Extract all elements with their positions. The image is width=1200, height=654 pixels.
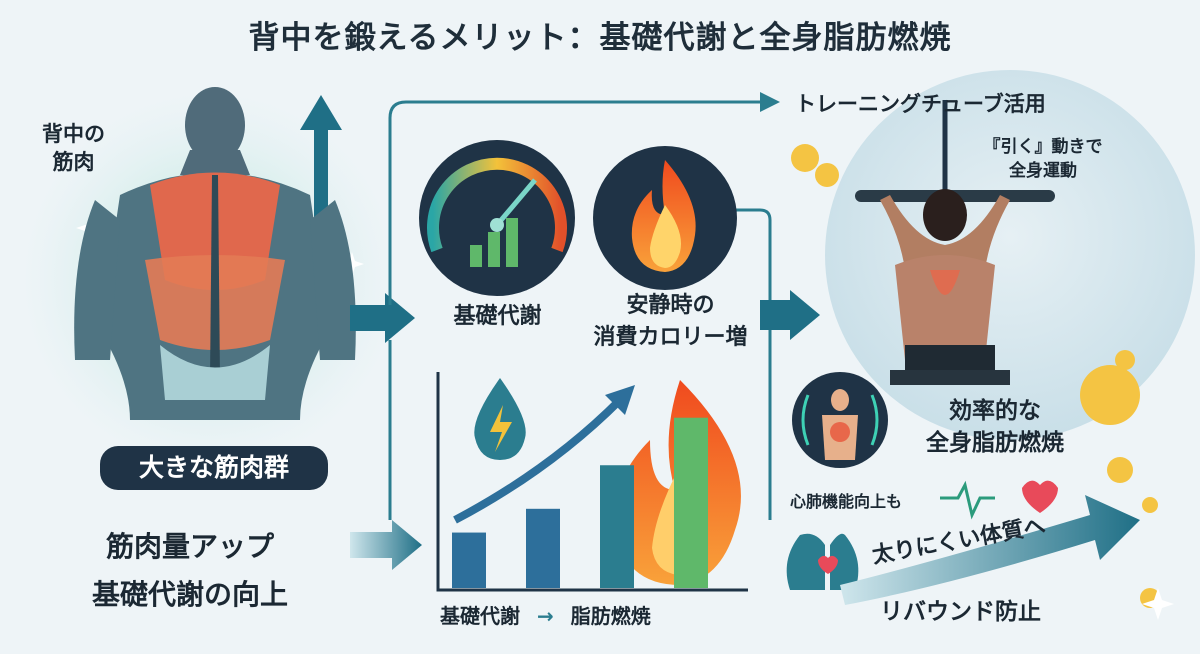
fat-burn-label: 効率的な 全身脂肪燃焼 <box>900 395 1090 459</box>
bar-1 <box>452 532 486 588</box>
flow-caption: 基礎代謝 → 脂肪燃焼 <box>440 600 760 629</box>
benefit-line1: 筋肉量アップ <box>105 530 274 563</box>
trend-arrow-head-icon <box>605 385 635 415</box>
back-muscle-figure <box>74 87 356 420</box>
flow-right-label: 脂肪燃焼 <box>570 604 651 628</box>
body-scan-icon <box>792 372 888 468</box>
arrow-head-icon <box>760 92 780 112</box>
lungs-icon <box>786 533 859 590</box>
tube-label: トレーニングチューブ活用 <box>795 92 1046 116</box>
bar-4 <box>674 417 708 588</box>
trend-arrow <box>453 397 623 524</box>
fat-burn-line2: 全身脂肪燃焼 <box>926 430 1064 456</box>
back-muscle-label-line2: 筋肉 <box>52 150 95 174</box>
arrow-right-icon <box>760 290 820 340</box>
connector-line <box>388 100 760 305</box>
fat-cell-icon <box>1142 497 1158 513</box>
progress-arrow <box>840 495 1140 605</box>
back-muscle-label-line1: 背中の <box>42 122 105 146</box>
cardio-label: 心肺機能向上も <box>790 492 903 511</box>
sparkle-icon <box>340 252 364 276</box>
heart-icon <box>1022 480 1058 513</box>
flame-icon <box>593 146 737 290</box>
fat-cell-icon <box>1115 350 1135 370</box>
fat-cell-icon <box>815 163 839 187</box>
heartbeat-icon <box>940 480 995 520</box>
fat-burn-line1: 効率的な <box>949 398 1041 424</box>
arrow-right-icon <box>350 293 415 343</box>
big-muscle-badge: 大きな筋肉群 <box>100 446 328 490</box>
pull-line2: 全身運動 <box>1009 161 1077 181</box>
speedometer-icon <box>419 140 575 296</box>
bar-2 <box>526 508 560 588</box>
fat-cell-icon <box>1080 365 1140 425</box>
benefit-line2: 基礎代謝の向上 <box>91 578 288 611</box>
back-muscle-label: 背中の 筋肉 <box>42 120 105 176</box>
sparkle-icon <box>1142 588 1174 620</box>
flow-left-label: 基礎代謝 <box>440 604 520 628</box>
fat-cell-icon <box>791 144 819 172</box>
rebound-label: リバウンド防止 <box>880 599 1041 625</box>
connector-line <box>735 208 772 520</box>
pull-motion-label: 『引く』動きで 全身運動 <box>958 135 1128 183</box>
up-arrow-head-icon <box>300 95 342 130</box>
pull-line1: 『引く』動きで <box>983 137 1103 157</box>
calorie-label: 安静時の 消費カロリー増 <box>578 290 763 354</box>
energy-drop-icon <box>474 378 526 460</box>
flow-arrow-icon: → <box>536 604 554 628</box>
metabolism-bar-chart <box>452 417 708 588</box>
bar-3 <box>600 465 634 588</box>
calorie-line2: 消費カロリー増 <box>593 325 748 350</box>
pulldown-athlete <box>855 100 1055 385</box>
chart-axis <box>436 372 748 592</box>
fat-cell-icon <box>1107 457 1133 483</box>
page-title: 背中を鍛えるメリット：基礎代謝と全身脂肪燃焼 <box>248 20 952 56</box>
gauge-label: 基礎代謝 <box>453 304 542 329</box>
benefit-text: 筋肉量アップ 基礎代謝の向上 <box>30 523 350 619</box>
calorie-line1: 安静時の <box>626 293 715 318</box>
arrow-right-icon <box>350 520 422 570</box>
